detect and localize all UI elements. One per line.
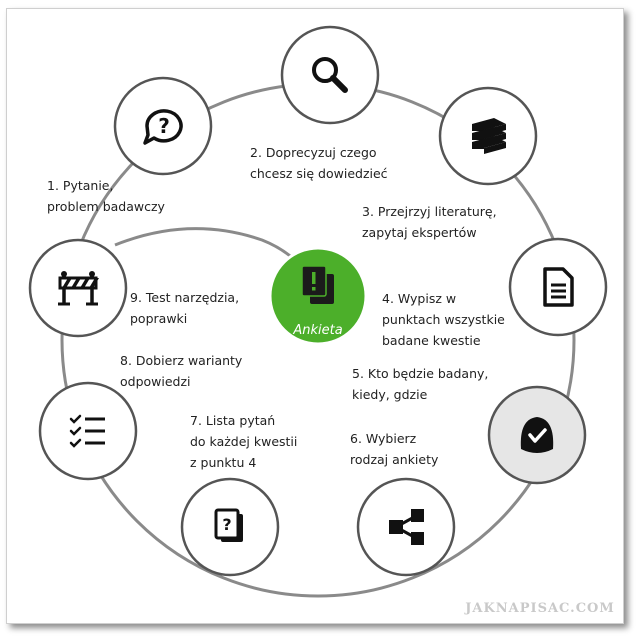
center-node: Ankieta	[268, 246, 368, 346]
step-node-1: ?	[113, 76, 213, 176]
svg-text:?: ?	[222, 515, 231, 534]
step-label-3: 3. Przejrzyj literaturę,zapytaj ekspertó…	[362, 204, 497, 240]
step-node-2	[280, 25, 380, 125]
step-node-8	[38, 381, 138, 481]
step-circle	[356, 477, 456, 577]
checklist-icon	[69, 414, 105, 448]
step-node-3	[438, 86, 538, 186]
svg-text:?: ?	[158, 114, 170, 138]
road-barrier-icon	[58, 271, 99, 306]
step-circle	[508, 237, 608, 337]
step-label-5: 5. Kto będzie badany,kiedy, gdzie	[352, 366, 488, 402]
watermark: JAKNAPISAC.COM	[464, 601, 615, 616]
step-node-5	[487, 385, 587, 485]
center-label: Ankieta	[292, 323, 342, 338]
step-node-4	[508, 237, 608, 337]
share-nodes-icon	[389, 509, 424, 545]
question-cards-icon: ?	[214, 508, 243, 542]
books-icon	[472, 118, 506, 154]
step-label-1: 1. Pytanie,problem badawczy	[47, 178, 166, 214]
magnifier-icon	[312, 57, 348, 93]
step-node-7: ?	[180, 477, 280, 577]
document-icon	[543, 267, 574, 307]
step-node-6	[356, 477, 456, 577]
step-circle	[280, 25, 380, 125]
step-node-9	[28, 238, 128, 338]
question-bubble-icon: ?	[143, 109, 183, 145]
survey-cards-icon	[301, 265, 334, 304]
person-check-icon	[520, 417, 554, 453]
step-label-9: 9. Test narzędzia,poprawki	[130, 290, 239, 326]
step-circle	[113, 76, 213, 176]
